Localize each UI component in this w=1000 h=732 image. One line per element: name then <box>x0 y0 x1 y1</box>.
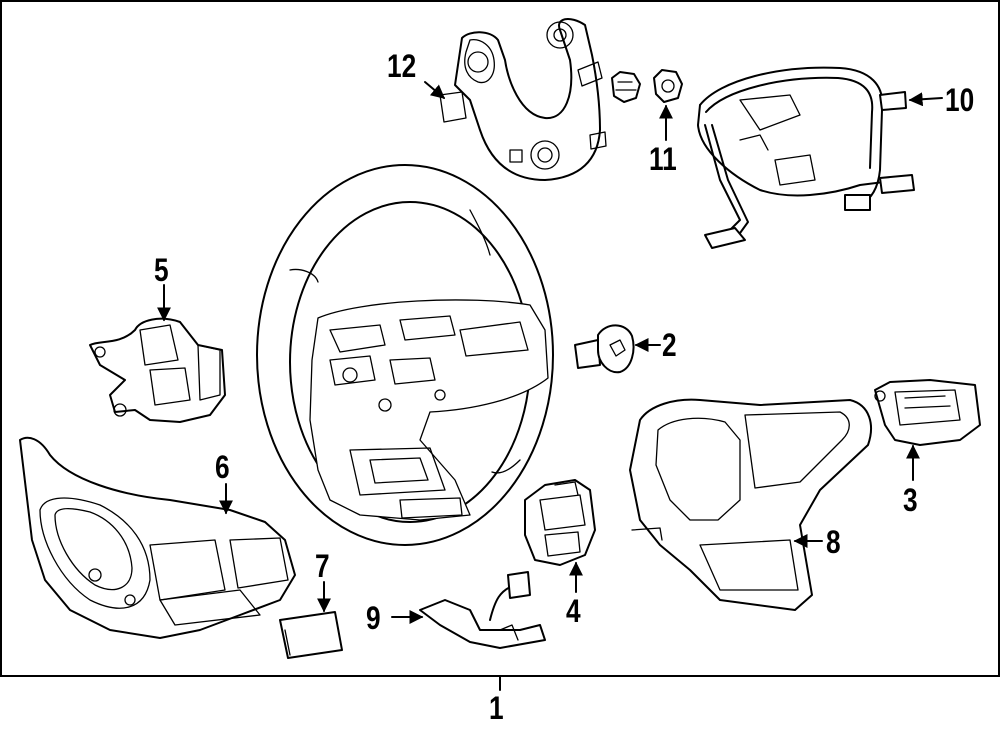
part-10-wiring-harness <box>697 66 915 249</box>
callout-6: 6 <box>215 449 230 485</box>
callout-2: 2 <box>662 327 677 363</box>
callout-12: 12 <box>387 48 417 84</box>
part-4-switch-module <box>524 479 596 566</box>
callout-7: 7 <box>315 548 330 584</box>
part-1-steering-wheel <box>256 164 554 546</box>
callout-9: 9 <box>366 600 381 636</box>
part-7-cover-plate <box>279 611 343 659</box>
callout-1: 1 <box>489 690 504 726</box>
diagram-frame <box>0 0 1000 691</box>
part-8-front-cover <box>629 398 872 611</box>
callout-8: 8 <box>826 524 841 560</box>
callout-10: 10 <box>945 82 975 118</box>
leader-arrows <box>157 81 943 624</box>
part-6-lower-cover <box>19 436 296 639</box>
callout-5: 5 <box>154 252 169 288</box>
part-2-bolt <box>574 324 635 374</box>
part-5-left-switch <box>89 317 226 423</box>
part-9-switch-bracket <box>419 571 546 649</box>
part-11-nuts <box>611 69 683 103</box>
callout-4: 4 <box>566 593 581 629</box>
callout-3: 3 <box>903 482 918 518</box>
part-3-right-switch <box>874 379 981 446</box>
callout-11: 11 <box>649 141 677 177</box>
part-12-wheel-frame <box>439 18 607 181</box>
